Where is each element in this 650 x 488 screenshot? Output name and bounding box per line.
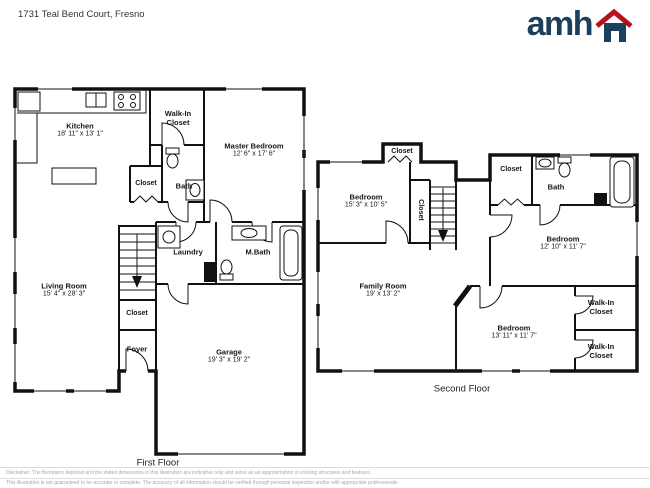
room-label-master-bedroom: Master Bedroom 12' 6" x 17' 6" <box>224 141 284 158</box>
room-label-laundry: Laundry <box>173 247 203 257</box>
master-bedroom-door-arc <box>209 199 233 223</box>
room-label-walkin-closet-1: Walk-In Closet <box>164 109 192 127</box>
kitchen-sink-icon <box>85 92 107 108</box>
window-icons-first-floor <box>10 84 309 396</box>
room-label-master-bath: M.Bath <box>245 247 271 257</box>
closet-bifold-door-2f <box>497 198 525 209</box>
disclaimer-line-2: This illustration is not guaranteed to b… <box>0 477 650 488</box>
plumbing-chase-2f <box>594 193 607 205</box>
property-address: 1731 Teal Bend Court, Fresno <box>18 9 145 20</box>
first-floor-label: First Floor <box>136 457 180 469</box>
first-floor-plan <box>10 84 309 459</box>
bathtub-icon-mbath <box>279 225 303 281</box>
walkin-closet-door-arc-2 <box>574 339 594 359</box>
washer-icon <box>157 225 181 249</box>
stairs-down-arrow-icon <box>132 276 142 288</box>
bathtub-icon-bath2 <box>609 156 635 208</box>
room-label-bedroom-2f-1: Bedroom 15' 3" x 10' 5" <box>344 192 388 209</box>
room-label-foyer: Foyer <box>126 344 148 354</box>
bedroom1-door-arc <box>385 220 409 244</box>
garage-door <box>178 449 284 459</box>
bedroom2-door-arc <box>489 214 513 238</box>
room-label-bath-2: Bath <box>547 182 565 192</box>
second-floor-label: Second Floor <box>433 383 491 395</box>
room-label-walkin-closet-3: Walk-In Closet <box>587 342 615 360</box>
front-door-arc <box>125 348 149 376</box>
stairs-second-floor <box>429 180 457 250</box>
plumbing-chase <box>204 262 215 282</box>
disclaimer-line-1: Disclaimer: The floorplans depicted and … <box>0 467 650 478</box>
bath2-door-arc <box>539 204 561 226</box>
room-label-family-room: Family Room 19' x 13' 2" <box>359 281 407 298</box>
sink-icon-bath2 <box>535 156 555 170</box>
room-label-closet-2: Closet <box>126 309 148 317</box>
garage-entry-door-arc <box>167 283 189 305</box>
room-label-bath-1: Bath <box>175 181 193 191</box>
room-label-bedroom-2f-3: Bedroom 13' 11" x 11' 7" <box>491 323 537 340</box>
angled-wall <box>453 284 472 308</box>
bath-door-arc <box>167 201 189 223</box>
room-label-living-room: Living Room 15' 4" x 28' 3" <box>41 281 87 298</box>
amh-logo-text: amh <box>526 5 594 43</box>
toilet-icon-mbath <box>219 259 234 281</box>
room-label-kitchen: Kitchen 18' 11" x 13' 1" <box>57 121 103 138</box>
walkin-closet-door-arc-1 <box>574 295 594 315</box>
room-label-closet-5: Closet <box>500 165 522 173</box>
second-floor-plan <box>313 142 642 376</box>
stove-icon <box>113 91 141 111</box>
room-label-garage: Garage 19' 3" x 19' 2" <box>207 347 251 364</box>
closet-bifold-door <box>133 195 159 203</box>
toilet-icon-bath2 <box>557 156 572 178</box>
room-label-closet-1: Closet <box>135 179 157 187</box>
room-label-closet-4: Closet <box>417 199 425 221</box>
sink-icon-mbath <box>231 225 267 241</box>
fridge-icon <box>17 91 41 112</box>
bedroom3-door-arc <box>479 285 503 309</box>
stairs-down-arrow-icon <box>438 230 448 242</box>
kitchen-island <box>51 167 97 185</box>
room-label-closet-3: Closet <box>391 147 413 155</box>
understairs-closet <box>118 299 157 331</box>
stairs-first-floor <box>118 225 157 301</box>
walkin-closet-door-arc <box>161 122 185 146</box>
disclaimer: Disclaimer: The floorplans depicted and … <box>0 467 650 488</box>
kitchen-counter <box>17 91 147 164</box>
room-label-bedroom-2f-2: Bedroom 12' 10" x 11' 7" <box>540 234 586 251</box>
top-closet-bifold-door <box>387 155 413 163</box>
sink-icon-bath1 <box>185 179 205 201</box>
toilet-icon-bath1 <box>165 147 180 169</box>
amh-house-icon <box>595 8 633 42</box>
amh-logo: amh <box>526 5 634 44</box>
window-icons-second-floor <box>313 150 642 376</box>
room-label-walkin-closet-2: Walk-In Closet <box>587 298 615 316</box>
